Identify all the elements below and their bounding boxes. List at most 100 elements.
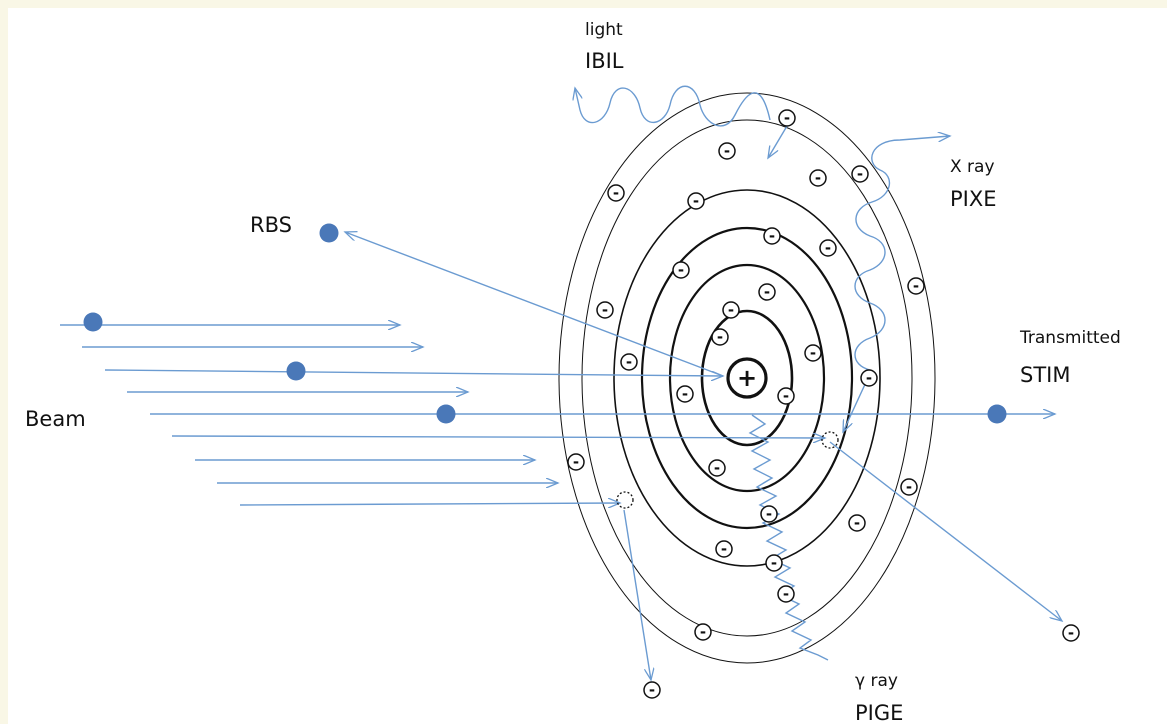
beam-particle-3 <box>436 404 456 424</box>
ejected-electron-arrow-down <box>623 509 651 680</box>
orbit-1 <box>700 309 794 447</box>
electron: - <box>860 369 878 387</box>
electron-symbol: - <box>764 283 770 301</box>
orbit-6 <box>558 92 936 664</box>
electron-symbol: - <box>678 261 684 279</box>
pixe-xray-wave <box>854 136 950 371</box>
beam-arrows <box>60 325 1055 505</box>
beam-arrow-9 <box>239 503 620 505</box>
pige-label: PIGE <box>855 701 903 724</box>
electron-symbol: - <box>1068 624 1074 642</box>
electron-orbits <box>558 92 936 664</box>
electron: - <box>765 554 783 572</box>
electron-symbol: - <box>906 478 912 496</box>
rbs-particle <box>319 223 339 243</box>
electron: - <box>758 283 776 301</box>
electron-symbol: - <box>913 277 919 295</box>
electron: - <box>777 387 795 405</box>
electron: - <box>708 459 726 477</box>
electron-symbol: - <box>825 239 831 257</box>
electron: - <box>851 165 869 183</box>
electron: - <box>694 623 712 641</box>
electron-symbol: - <box>815 169 821 187</box>
beam-label: Beam <box>25 407 86 431</box>
electron-symbol: - <box>573 453 579 471</box>
electron: - <box>596 301 614 319</box>
electron-symbol: - <box>649 681 655 699</box>
electron-symbol: - <box>602 301 608 319</box>
electrons: ------------------------------ <box>567 109 1080 699</box>
electron-symbol: - <box>857 165 863 183</box>
beam-particle-2 <box>286 361 306 381</box>
pixe-transition-arrow <box>843 379 868 432</box>
electron-symbol: - <box>724 142 730 160</box>
electron-symbol: - <box>728 301 734 319</box>
stim-transmitted-label: Transmitted <box>1019 328 1121 348</box>
ibil-light-wave <box>575 85 771 127</box>
electron-symbol: - <box>810 344 816 362</box>
pixe-xray-label: X ray <box>950 157 995 177</box>
electron: - <box>809 169 827 187</box>
electron-symbol: - <box>717 328 723 346</box>
electron-symbol: - <box>721 540 727 558</box>
electron: - <box>607 184 625 202</box>
nucleus: + <box>726 357 768 399</box>
electron-symbol: - <box>784 109 790 127</box>
pige-gamma-wave <box>748 414 829 661</box>
electron: - <box>567 453 585 471</box>
ibil-light-label: light <box>585 20 623 40</box>
pixe-label: PIXE <box>950 187 997 211</box>
electron: - <box>672 261 690 279</box>
diagram-panel <box>8 8 1167 724</box>
electron-vacancy <box>821 431 839 449</box>
electron-symbol: - <box>714 459 720 477</box>
electron: - <box>620 353 638 371</box>
electron: - <box>715 540 733 558</box>
electron: - <box>900 478 918 496</box>
ibil-transition-arrow <box>768 125 788 158</box>
electron: - <box>907 277 925 295</box>
electron: - <box>819 239 837 257</box>
electron: - <box>778 109 796 127</box>
electron: - <box>848 514 866 532</box>
electron: - <box>804 344 822 362</box>
electron-symbol: - <box>783 387 789 405</box>
electron-symbol: - <box>693 192 699 210</box>
orbit-3 <box>640 226 854 530</box>
electron: - <box>676 385 694 403</box>
scatter-arrows <box>345 125 1062 680</box>
electron: - <box>718 142 736 160</box>
electron-symbol: - <box>613 184 619 202</box>
electron-symbol: - <box>771 554 777 572</box>
orbit-5 <box>581 119 913 637</box>
rbs-backscatter-arrow <box>345 232 724 377</box>
nucleus-symbol: + <box>737 364 757 392</box>
beam-particle-1 <box>83 312 103 332</box>
pige-gamma-label: γ ray <box>855 671 898 691</box>
electron: - <box>763 227 781 245</box>
ion-particles <box>83 223 1007 424</box>
ejected-electron-arrow-right <box>829 441 1062 621</box>
electron: - <box>777 585 795 603</box>
electron-symbol: - <box>866 369 872 387</box>
electron-vacancy <box>616 491 634 509</box>
rbs-label: RBS <box>250 213 292 237</box>
electron: - <box>643 681 661 699</box>
electron-symbol: - <box>766 505 772 523</box>
electron-vacancies <box>616 431 839 509</box>
electron-symbol: - <box>854 514 860 532</box>
beam-arrow-3 <box>104 369 723 376</box>
electron-symbol: - <box>700 623 706 641</box>
electron-symbol: - <box>626 353 632 371</box>
electron: - <box>760 505 778 523</box>
electron-symbol: - <box>783 585 789 603</box>
electron: - <box>687 192 705 210</box>
orbit-2 <box>668 263 826 493</box>
orbit-4 <box>613 189 881 567</box>
stim-particle <box>987 404 1007 424</box>
stim-label: STIM <box>1020 363 1070 387</box>
ibil-label: IBIL <box>585 49 624 73</box>
electron: - <box>711 328 729 346</box>
